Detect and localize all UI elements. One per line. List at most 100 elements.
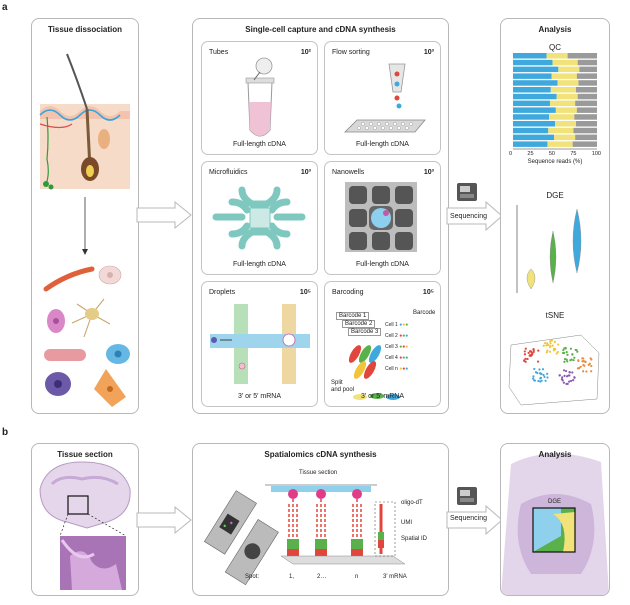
qc-bar-segment [547,141,573,147]
qc-bar-segment [555,107,577,113]
tsne-point [574,348,577,352]
tsne-point [555,352,558,355]
brain-section-image [39,461,131,590]
spot-1: 1, [289,574,295,580]
tsne-point [552,349,556,352]
qc-bar-segment [557,80,579,86]
tsne-point [563,358,567,361]
method-name: Droplets [209,289,236,296]
panel-a-letter: a [2,2,8,13]
tsne-point [561,379,564,382]
barcode-card-label: Barcode 1 [336,312,370,320]
qc-bar-segment [567,53,597,59]
method-caption: Full-length cDNA [233,261,286,268]
cell-row: Cell n ●●● [385,366,409,372]
qc-bar-segment [576,121,597,127]
qc-bar-segment [513,87,551,93]
method-name: Flow sorting [332,49,370,56]
tissue-section-title: Tissue section [57,450,113,459]
barcode-card-label: Barcode 2 [342,320,376,328]
qc-bar-segment [513,121,555,127]
qc-bar-segment [573,127,597,134]
tsne-title: tSNE [545,311,565,320]
dge-title: DGE [546,191,564,200]
tsne-plot [508,334,600,406]
tsne-point [568,371,571,374]
tsne-point [562,369,566,372]
tsne-point [582,370,585,373]
tsne-point [532,375,535,378]
tsne-point [564,369,568,373]
arrow-capture-to-analysis [446,200,503,232]
tsne-point [539,376,543,379]
tsne-point [562,351,566,355]
qc-xtick: 100 [591,151,601,157]
spot-n: n [355,574,359,580]
qc-bar-segment [577,59,597,66]
tsne-point [569,347,573,350]
tsne-point [562,349,565,352]
skin-illustration [39,53,130,407]
qc-bar-segment [550,87,576,93]
spatial-slides-illustration [203,484,406,586]
method-card-flow-sorting: Flow sorting 10³ Full-length cDNA [324,41,441,155]
tsne-point [568,380,571,383]
method-card-microfluidics: Microfluidics 10³ Full-length cDNA [201,161,318,275]
qc-bar-segment [558,66,580,73]
tsne-point [558,374,561,377]
tsne-point [549,340,552,343]
tsne-point [565,382,568,385]
cell-row: Cell 4 ●●● [385,355,409,361]
tsne-point [546,342,549,345]
analysis-panel: Analysis QC 0 25 50 75 100 Sequence read… [500,18,610,414]
qc-bar-segment [572,141,597,147]
tsne-point [543,375,546,379]
method-count: 10³ [423,169,434,176]
tissue-dissociation-title: Tissue dissociation [47,25,123,34]
tsne-point [577,359,580,363]
tsne-point [553,340,556,343]
tsne-point [588,362,591,365]
tsne-point [556,350,559,354]
arrow-section-to-spatial [136,505,192,535]
qc-xtick: 50 [548,151,555,157]
sequencing-label: Sequencing [450,515,487,522]
method-name: Tubes [209,49,229,56]
qc-bar-segment [513,59,553,66]
qc-bar-segment [549,100,576,107]
tissue-section-panel: Tissue section [31,443,139,596]
tsne-point [545,344,548,347]
tsne-point [572,379,575,382]
tsne-point [523,350,526,353]
tsne-point [546,372,549,375]
tsne-point [529,350,532,353]
tsne-point [527,351,530,355]
method-name: Microfluidics [209,169,248,176]
tsne-point [549,342,552,345]
method-count: 10³ [423,49,434,56]
qc-xtick: 25 [527,151,534,157]
tissue-dissociation-panel: Tissue dissociation [31,18,139,414]
qc-bar-segment [555,121,576,127]
method-card-barcoding: Barcoding 10⁵ Barcode 1 Barcode 2 Barcod… [324,281,441,407]
tsne-point [561,376,564,379]
cell-row: Cell 3 ●●● [385,344,409,350]
tsne-point [581,360,584,363]
tsne-point [536,360,540,363]
cell-label: Cell 3 [385,344,398,350]
tsne-point [547,343,550,347]
tsne-point [557,343,560,346]
cell-label: Cell 1 [385,322,398,328]
analysis-title: Analysis [538,25,572,34]
tsne-point [570,358,573,361]
tsne-point [537,349,540,352]
tsne-point [563,360,566,363]
tsne-point [566,353,569,356]
tsne-point [569,379,573,383]
tsne-point [579,365,582,368]
qc-bar-segment [513,73,552,79]
spot-2: 2… [317,574,327,580]
capture-panel: Single-cell capture and cDNA synthesis T… [192,18,449,414]
tsne-point [544,379,547,382]
microfluidics-icon [212,186,306,250]
